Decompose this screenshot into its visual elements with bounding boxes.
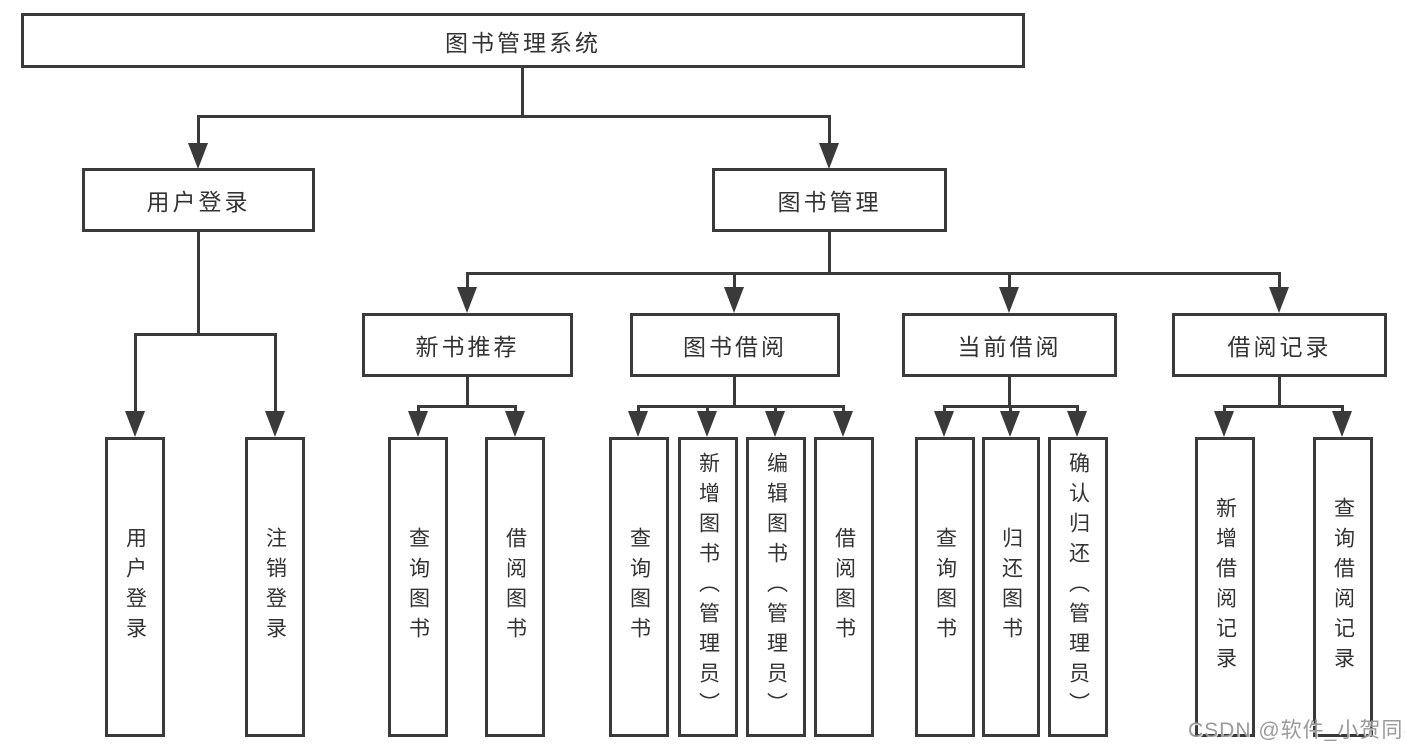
- line: [417, 405, 517, 408]
- arrowhead: [724, 287, 744, 313]
- node-borrowing-records: 借阅记录: [1172, 313, 1387, 377]
- node-book-management: 图书管理: [712, 168, 947, 232]
- line: [197, 232, 200, 336]
- line: [943, 405, 946, 414]
- line: [521, 65, 524, 118]
- arrowhead: [188, 143, 208, 169]
- leaf-borrow-books-recommend: 借阅图书: [485, 437, 545, 737]
- csdn-watermark: CSDN @软件_小贺同学: [1188, 719, 1405, 742]
- node-book-borrowing: 图书借阅: [630, 313, 840, 377]
- leaf-query-borrow-record: 查询借阅记录: [1313, 437, 1373, 737]
- line: [466, 272, 469, 289]
- leaf-add-borrow-record: 新增借阅记录: [1195, 437, 1255, 737]
- line: [774, 405, 777, 414]
- node-current-borrowing: 当前借阅: [902, 313, 1117, 377]
- arrowhead: [457, 287, 477, 313]
- arrowhead: [1269, 287, 1289, 313]
- line: [134, 333, 276, 336]
- line: [733, 272, 736, 289]
- line: [466, 272, 1280, 275]
- line: [1009, 405, 1012, 414]
- line: [1278, 272, 1281, 289]
- line: [1223, 405, 1226, 414]
- line: [466, 377, 469, 408]
- line: [197, 115, 831, 118]
- arrowhead: [765, 411, 785, 437]
- line: [197, 115, 200, 145]
- node-new-book-recommendation: 新书推荐: [362, 313, 573, 377]
- line: [1008, 272, 1011, 289]
- arrowhead: [697, 411, 717, 437]
- arrowhead: [833, 411, 853, 437]
- leaf-query-books-current: 查询图书: [915, 437, 975, 737]
- line: [733, 377, 736, 408]
- arrowhead: [1067, 411, 1087, 437]
- line: [637, 405, 845, 408]
- arrowhead: [125, 411, 145, 437]
- line: [1341, 405, 1344, 414]
- line: [828, 232, 831, 275]
- line: [842, 405, 845, 414]
- line: [637, 405, 640, 414]
- line: [1223, 405, 1343, 408]
- arrowhead: [505, 411, 525, 437]
- arrowhead: [408, 411, 428, 437]
- node-library-management-system: 图书管理系统: [21, 13, 1025, 68]
- arrowhead: [1214, 411, 1234, 437]
- arrowhead: [934, 411, 954, 437]
- line: [417, 405, 420, 414]
- leaf-return-books: 归还图书: [982, 437, 1040, 737]
- arrowhead: [1332, 411, 1352, 437]
- arrowhead: [999, 287, 1019, 313]
- leaf-query-books-recommend: 查询图书: [388, 437, 448, 737]
- leaf-add-books-admin: 新增图书（管理员）: [678, 437, 738, 737]
- arrowhead: [628, 411, 648, 437]
- leaf-borrow-books-borrowing: 借阅图书: [814, 437, 874, 737]
- arrowhead: [1000, 411, 1020, 437]
- line: [828, 115, 831, 145]
- arrowhead: [265, 411, 285, 437]
- line: [706, 405, 709, 414]
- leaf-confirm-return-admin: 确认归还（管理员）: [1048, 437, 1108, 737]
- leaf-logout-login: 注销登录: [245, 437, 305, 737]
- line: [1278, 377, 1281, 408]
- leaf-query-books-borrowing: 查询图书: [609, 437, 669, 737]
- line: [134, 333, 137, 413]
- line: [274, 333, 277, 413]
- leaf-user-login: 用户登录: [105, 437, 165, 737]
- node-user-login: 用户登录: [82, 168, 315, 232]
- line: [1076, 405, 1079, 414]
- leaf-edit-books-admin: 编辑图书（管理员）: [746, 437, 806, 737]
- line: [1008, 377, 1011, 408]
- arrowhead: [819, 143, 839, 169]
- line: [514, 405, 517, 414]
